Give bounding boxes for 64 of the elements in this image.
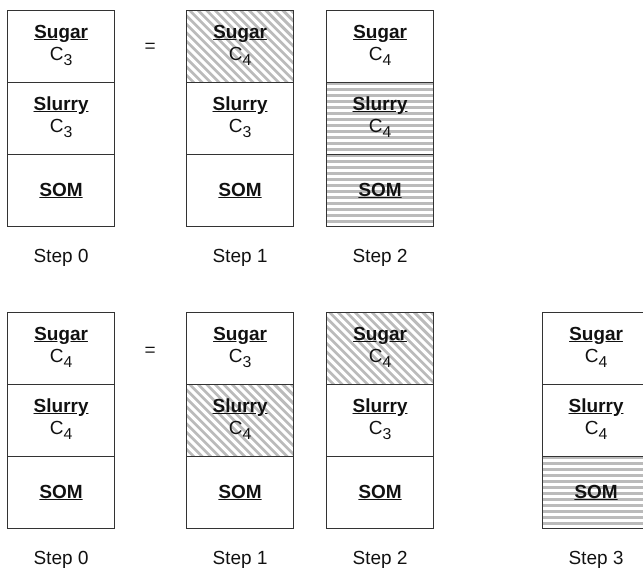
compartment-box bbox=[7, 312, 115, 385]
compartment-box bbox=[186, 384, 294, 457]
carbon-type: C$_{4}$ bbox=[584, 346, 608, 372]
pool-name: Sugar bbox=[34, 324, 88, 346]
step-label: Step 1 bbox=[212, 548, 268, 570]
carbon-type: C$_{3}$ bbox=[50, 44, 72, 70]
pool-name: Slurry bbox=[212, 396, 268, 418]
equals-sign: = bbox=[144, 340, 156, 362]
pool-name: Slurry bbox=[34, 396, 88, 418]
carbon-type: C$_{4}$ bbox=[368, 44, 392, 70]
pool-name: SOM bbox=[574, 482, 618, 504]
step-label: Step 0 bbox=[34, 246, 88, 268]
step-label: Step 2 bbox=[352, 246, 408, 268]
compartment-box bbox=[326, 10, 434, 83]
step-label: Step 1 bbox=[212, 246, 268, 268]
carbon-type: C$_{3}$ bbox=[50, 116, 72, 142]
equals-sign: = bbox=[144, 36, 156, 58]
compartment-box bbox=[186, 456, 294, 529]
compartment-box bbox=[542, 312, 643, 385]
carbon-type: C$_{4}$ bbox=[584, 418, 608, 444]
pool-name: Sugar bbox=[569, 324, 623, 346]
carbon-type: C$_{4}$ bbox=[228, 418, 252, 444]
pool-name: Slurry bbox=[352, 396, 408, 418]
carbon-type: C$_{3}$ bbox=[228, 346, 252, 372]
carbon-type: C$_{4}$ bbox=[368, 116, 392, 142]
pool-name: SOM bbox=[218, 180, 262, 202]
pool-name: SOM bbox=[39, 180, 83, 202]
compartment-box bbox=[326, 154, 434, 227]
pool-name: Slurry bbox=[352, 94, 408, 116]
compartment-box bbox=[186, 82, 294, 155]
pool-name: Sugar bbox=[213, 324, 267, 346]
step-label: Step 2 bbox=[352, 548, 408, 570]
carbon-type: C$_{3}$ bbox=[368, 418, 392, 444]
compartment-box bbox=[542, 456, 643, 529]
pool-name: SOM bbox=[358, 180, 402, 202]
pool-name: Slurry bbox=[212, 94, 268, 116]
pool-name: Sugar bbox=[34, 22, 88, 44]
compartment-box bbox=[326, 456, 434, 529]
compartment-box bbox=[326, 82, 434, 155]
compartment-box bbox=[7, 10, 115, 83]
pool-name: SOM bbox=[358, 482, 402, 504]
compartment-box bbox=[186, 10, 294, 83]
pool-name: Sugar bbox=[213, 22, 267, 44]
compartment-box bbox=[7, 82, 115, 155]
compartment-box bbox=[7, 154, 115, 227]
pool-name: SOM bbox=[39, 482, 83, 504]
compartment-box bbox=[186, 154, 294, 227]
compartment-box bbox=[7, 456, 115, 529]
pool-name: Slurry bbox=[568, 396, 624, 418]
pool-name: SOM bbox=[218, 482, 262, 504]
compartment-box bbox=[186, 312, 294, 385]
pool-name: Sugar bbox=[353, 324, 407, 346]
compartment-box bbox=[326, 384, 434, 457]
compartment-box bbox=[7, 384, 115, 457]
carbon-type: C$_{3}$ bbox=[228, 116, 252, 142]
pool-name: Slurry bbox=[34, 94, 88, 116]
step-label: Step 3 bbox=[568, 548, 624, 570]
carbon-type: C$_{4}$ bbox=[50, 418, 72, 444]
carbon-type: C$_{4}$ bbox=[228, 44, 252, 70]
step-label: Step 0 bbox=[34, 548, 88, 570]
pool-name: Sugar bbox=[353, 22, 407, 44]
carbon-type: C$_{4}$ bbox=[50, 346, 72, 372]
carbon-type: C$_{4}$ bbox=[368, 346, 392, 372]
compartment-box bbox=[326, 312, 434, 385]
